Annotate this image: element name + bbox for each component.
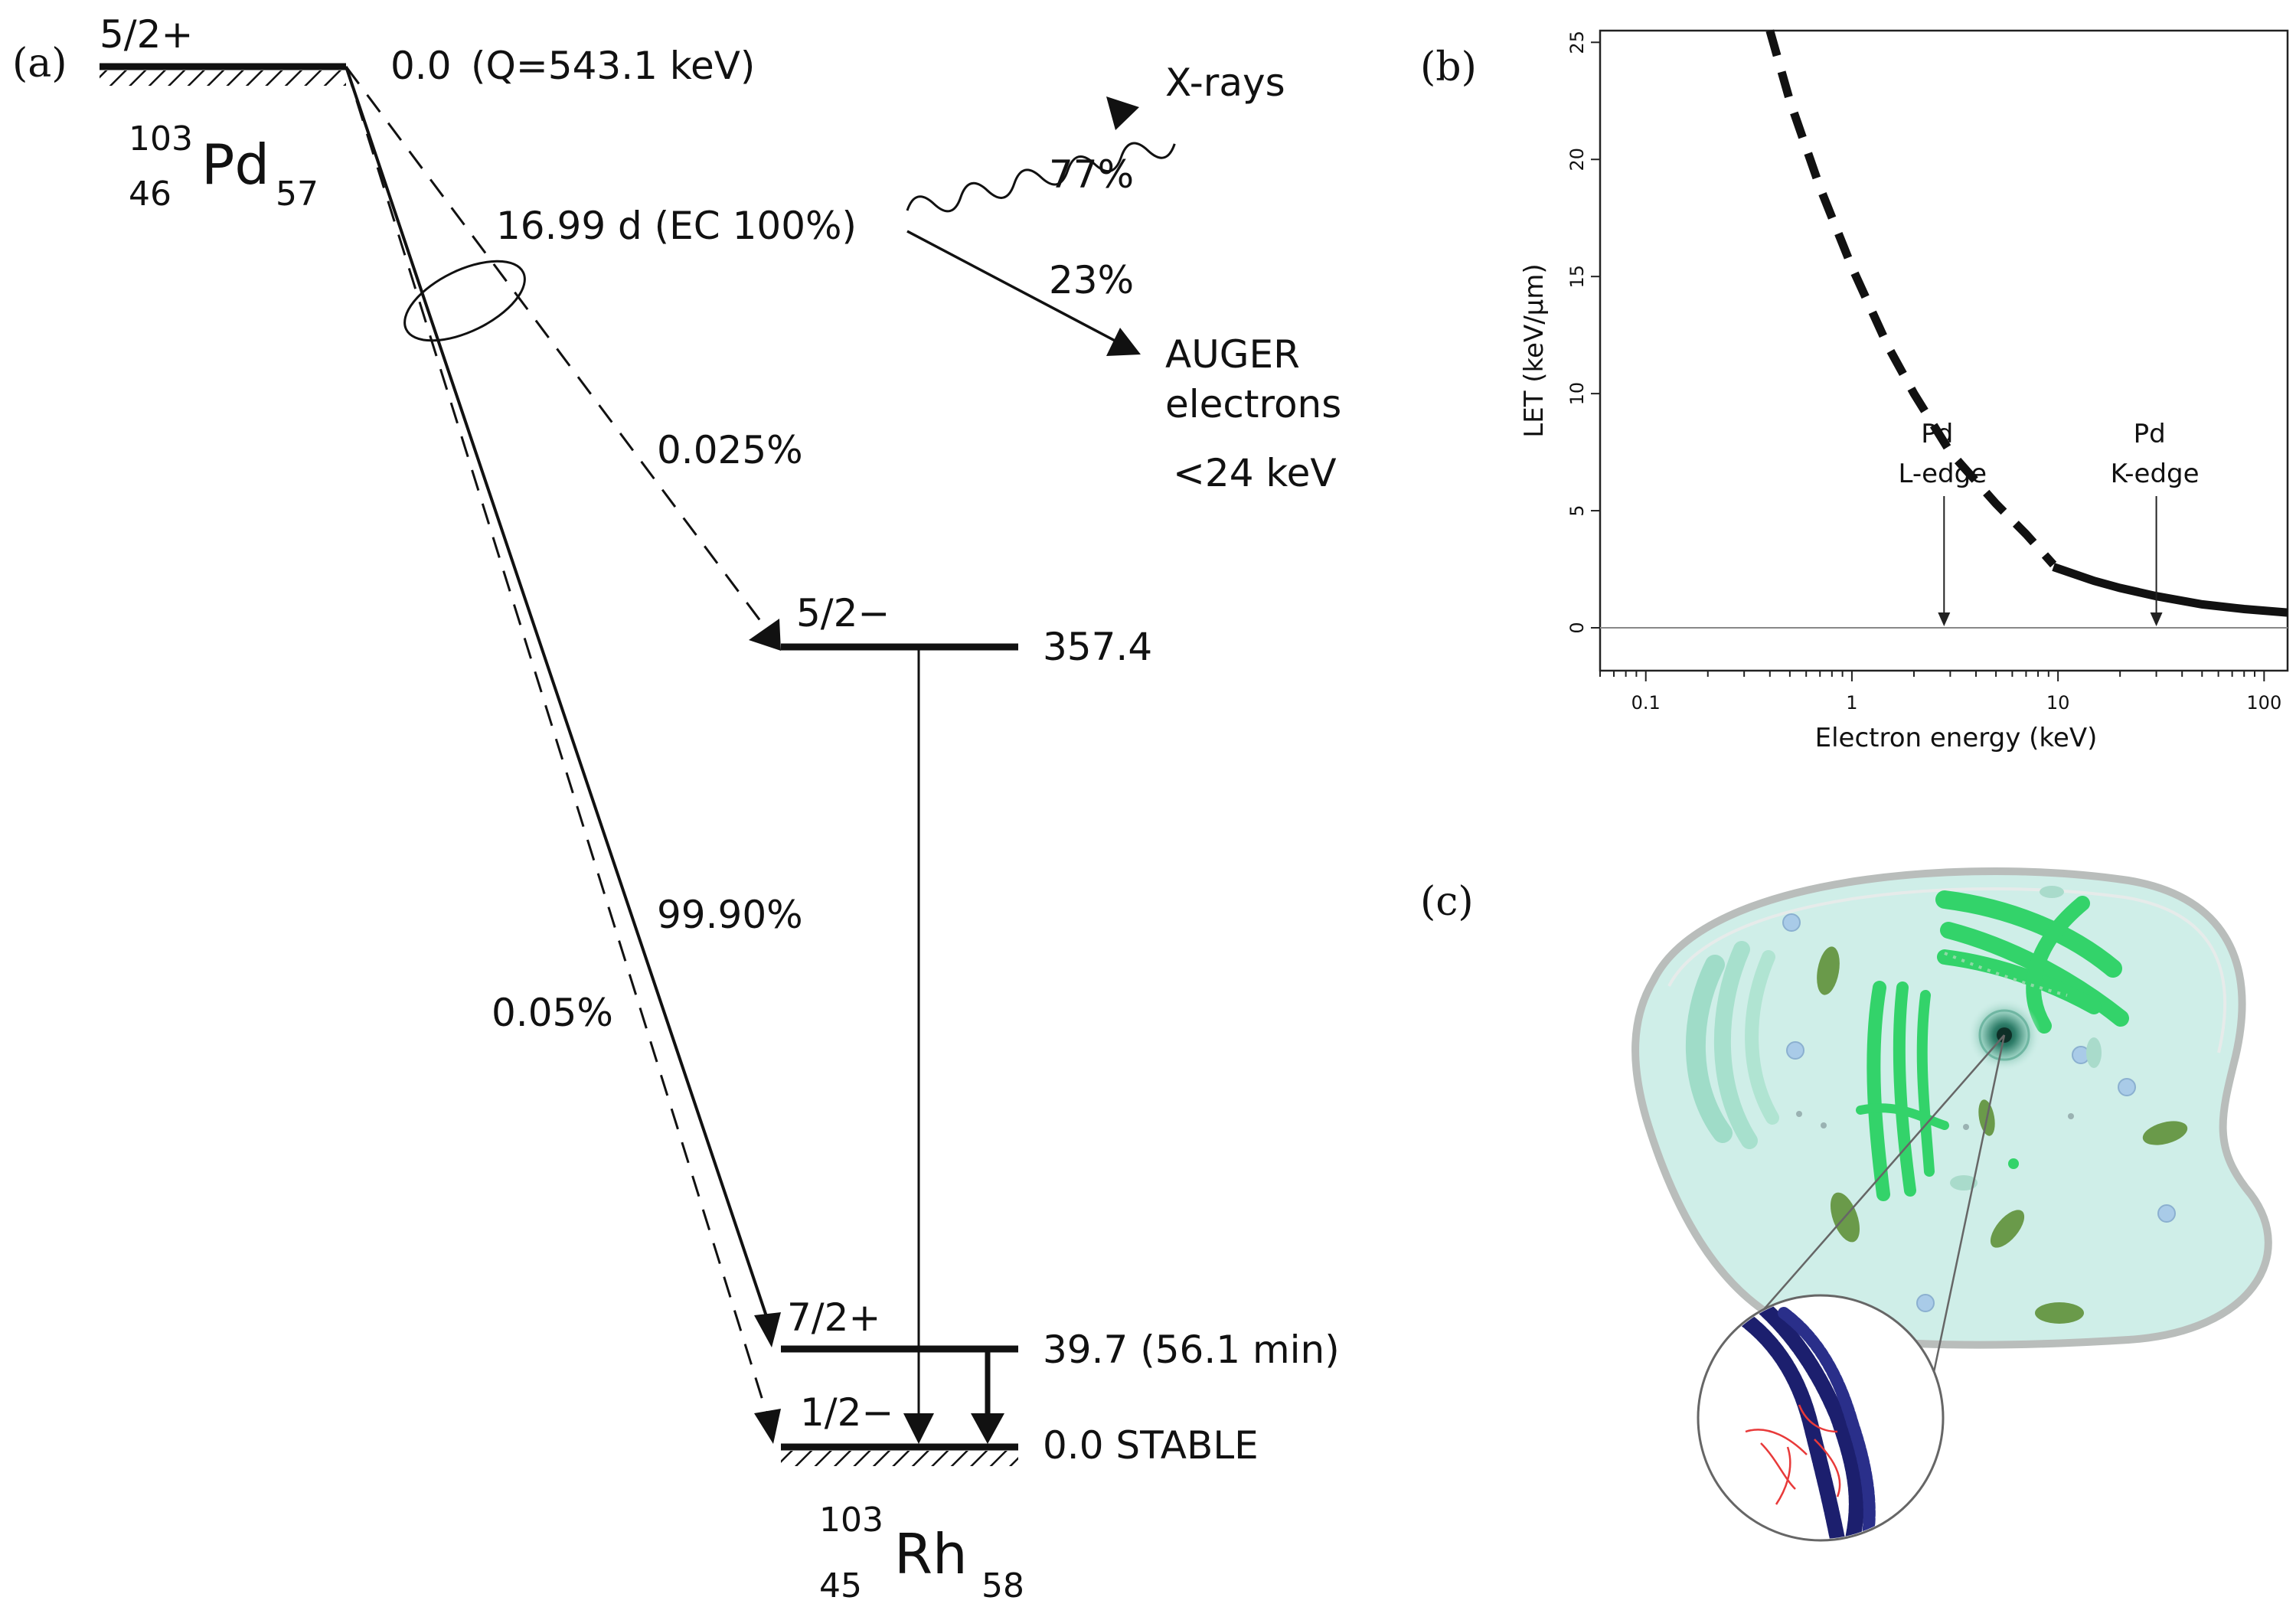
parent-atomic-number: 46 <box>129 175 171 214</box>
daughter-mass-number: 103 <box>819 1501 883 1540</box>
endoplasmic-reticulum <box>1935 890 2129 1034</box>
auger-label-line2: electrons <box>1165 382 1341 426</box>
branch-to-357-percent: 0.025% <box>657 428 803 472</box>
auger-label-line1: AUGER <box>1165 332 1300 377</box>
auger-percent: 23% <box>1049 258 1134 302</box>
q-value-label: (Q=543.1 keV) <box>471 44 755 88</box>
x-tick-label: 1 <box>1846 692 1857 714</box>
edge-label-element: Pd <box>1921 419 1953 449</box>
branch-to-357-line <box>345 66 767 629</box>
decay-scheme-panel: (a) 5/2+ 0.0 (Q=543.1 keV) 103 46 Pd 57 … <box>12 12 1341 1605</box>
branch-to-0-line <box>345 66 769 1416</box>
cell-illustration-panel: (c) <box>1420 867 2272 1542</box>
x-tick-label: 0.1 <box>1631 692 1661 714</box>
x-axis-label: Electron energy (keV) <box>1815 723 2098 753</box>
let-chart-panel: (b) 0 5 10 15 20 25 0.1 1 10 100 PdL-edge PdK-edg… <box>1420 29 2289 753</box>
level-39-energy: 39.7 (56.1 min) <box>1043 1328 1340 1372</box>
level-357-spin: 5/2− <box>796 591 890 635</box>
edge-label-element: Pd <box>2134 419 2166 449</box>
ec-ellipse <box>403 260 526 342</box>
dna-damage-tracks <box>1745 1404 1841 1505</box>
daughter-hatch <box>781 1451 1018 1466</box>
y-tick-label: 20 <box>1566 148 1588 171</box>
daughter-symbol: Rh <box>894 1522 968 1586</box>
y-axis-ticks: 0 5 10 15 20 25 <box>1566 31 1600 634</box>
parent-mass-number: 103 <box>129 119 193 158</box>
parent-neutron-number: 57 <box>276 175 318 214</box>
edge-label-type: K-edge <box>2111 459 2200 489</box>
panel-label-a: (a) <box>12 41 67 87</box>
membrane-highlight <box>1667 887 2227 1053</box>
edge-arrowhead <box>2150 612 2163 626</box>
endoplasmic-reticulum-center <box>1856 981 1949 1201</box>
y-tick-label: 5 <box>1566 505 1588 516</box>
y-tick-label: 0 <box>1566 622 1588 633</box>
gamma-357-arrowhead <box>903 1413 934 1444</box>
xray-wavy-line <box>906 142 1176 213</box>
auger-arrow-line <box>906 230 1120 345</box>
daughter-atomic-number: 45 <box>819 1566 862 1605</box>
edge-label-type: L-edge <box>1898 459 1987 489</box>
panel-label-b: (b) <box>1420 44 1477 90</box>
branch-to-39-percent: 99.90% <box>657 893 803 937</box>
level-39-spin: 7/2+ <box>787 1295 880 1340</box>
zoom-line-right <box>1925 1034 2006 1409</box>
level-357-energy: 357.4 <box>1043 625 1152 669</box>
auger-arrowhead <box>1106 328 1141 356</box>
xray-label: X-rays <box>1165 60 1285 105</box>
parent-hatch <box>100 70 346 86</box>
let-curves <box>1765 29 2288 617</box>
branch-to-357-arrowhead <box>749 619 781 651</box>
panel-label-c: (c) <box>1420 879 1474 925</box>
branch-to-0-percent: 0.05% <box>492 991 613 1035</box>
dna-strands <box>1729 1298 1876 1539</box>
daughter-neutron-number: 58 <box>981 1566 1024 1605</box>
branch-to-39-arrowhead <box>754 1312 781 1347</box>
parent-spin-label: 5/2+ <box>100 12 193 57</box>
branch-to-39-line <box>345 66 769 1319</box>
half-life-label: 16.99 d (EC 100%) <box>496 204 857 248</box>
plot-frame <box>1599 29 2289 672</box>
x-axis-ticks: 0.1 1 10 100 <box>1599 671 2281 714</box>
zoom-circle <box>1697 1294 1945 1542</box>
parent-symbol: Pd <box>201 132 269 197</box>
auger-energy: <24 keV <box>1173 451 1337 495</box>
level-0-energy: 0.0 STABLE <box>1043 1423 1259 1468</box>
let-curve-solid <box>2052 563 2288 617</box>
vesicles <box>1782 886 2176 1312</box>
level-0-spin: 1/2− <box>800 1390 893 1435</box>
x-tick-label: 10 <box>2046 692 2070 714</box>
y-axis-label: LET (keV/µm) <box>1519 263 1550 437</box>
edge-annotations: PdL-edge PdK-edge <box>1898 419 2200 626</box>
y-tick-label: 10 <box>1566 382 1588 406</box>
xray-arrowhead <box>1106 96 1139 130</box>
gamma-39-arrowhead <box>971 1413 1004 1444</box>
xray-percent: 77% <box>1049 152 1134 197</box>
mitochondria <box>1817 946 2188 1324</box>
parent-level-energy: 0.0 <box>390 44 452 88</box>
branch-to-0-arrowhead <box>754 1409 781 1444</box>
let-curve-dashed <box>1765 29 2057 568</box>
y-tick-label: 25 <box>1566 31 1588 54</box>
cell-membrane <box>1631 867 2272 1349</box>
golgi-apparatus <box>1685 941 1779 1149</box>
x-tick-label: 100 <box>2246 692 2281 714</box>
hit-ring-outer <box>1978 1009 2030 1061</box>
y-tick-label: 15 <box>1566 265 1588 289</box>
edge-arrowhead <box>1938 612 1951 626</box>
